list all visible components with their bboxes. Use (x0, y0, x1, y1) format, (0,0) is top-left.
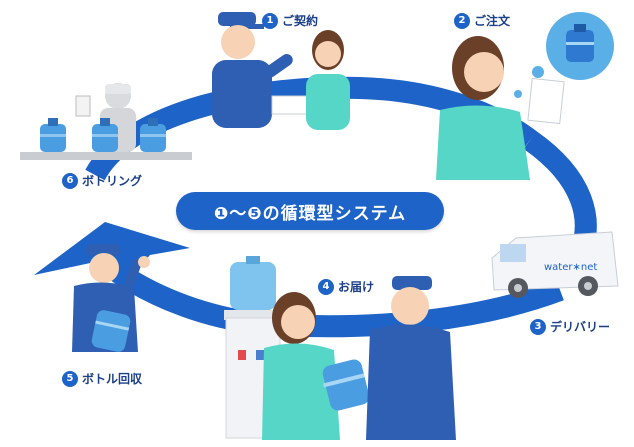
step-6-text: ボトリング (82, 174, 143, 188)
step-4-number: 4 (318, 278, 334, 295)
step-6-number: 6 (62, 172, 78, 189)
conveyor-belt (20, 152, 192, 160)
truck-brand-logo: water∗net (544, 262, 597, 273)
customer-order (436, 36, 565, 180)
step-3-label: 3 デリバリー (530, 318, 610, 335)
step-2-label: 2 ご注文 (454, 12, 510, 29)
step-2-text: ご注文 (474, 14, 511, 28)
system-banner: ❶〜❺の循環型システム (176, 192, 444, 230)
collection-scene (72, 244, 150, 352)
step-4-label: 4 お届け (318, 278, 374, 295)
contract-scene (212, 12, 350, 130)
bottle-row (40, 118, 166, 152)
bottle-handover (322, 359, 370, 411)
contract-paper (271, 95, 309, 115)
step-3-text: デリバリー (550, 320, 611, 334)
clipboard (75, 95, 91, 117)
bottling-scene (20, 83, 192, 160)
customer-contract (306, 30, 350, 130)
step-1-number: 1 (262, 12, 278, 29)
truck-window (500, 244, 526, 262)
order-paper (527, 77, 565, 125)
step-4-text: お届け (338, 280, 375, 294)
step-3-number: 3 (530, 318, 546, 335)
step-5-label: 5 ボトル回収 (62, 370, 142, 387)
step-5-number: 5 (62, 370, 78, 387)
deliveryman-contract (212, 12, 309, 128)
customer-receiving (262, 292, 340, 440)
delivery-scene (224, 256, 456, 440)
step-5-text: ボトル回収 (82, 372, 143, 386)
step-1-text: ご契約 (282, 14, 319, 28)
deliveryman-handover (366, 276, 456, 440)
step-6-label: 6 ボトリング (62, 172, 142, 189)
collected-bottle (91, 310, 131, 352)
thought-bubble (514, 12, 614, 98)
order-scene (436, 12, 614, 180)
step-1-label: 1 ご契約 (262, 12, 318, 29)
step-2-number: 2 (454, 12, 470, 29)
delivery-truck: water∗net (491, 231, 619, 298)
